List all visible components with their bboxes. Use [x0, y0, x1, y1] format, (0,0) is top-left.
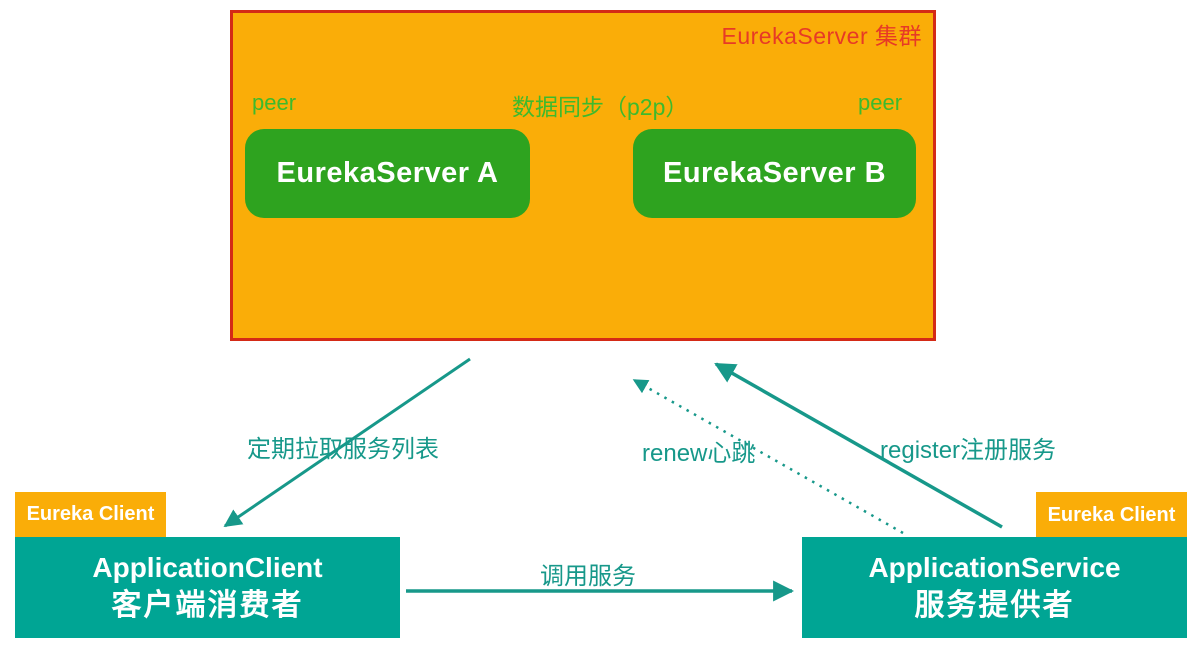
application-client-role: 客户端消费者 [111, 589, 304, 623]
eureka-client-tag-right: Eureka Client [1036, 492, 1187, 538]
renew-heartbeat-label: renew心跳 [642, 440, 756, 467]
data-sync-p2p-label: 数据同步（p2p） [512, 94, 689, 120]
application-service-name: ApplicationService [868, 551, 1121, 583]
register-label: register注册服务 [880, 437, 1057, 464]
peer-label-left: peer [252, 90, 297, 115]
application-service-box: ApplicationService 服务提供者 [802, 537, 1187, 638]
eureka-client-tag-left: Eureka Client [15, 492, 166, 537]
invoke-service-label: 调用服务 [540, 563, 636, 590]
eureka-server-a-box: EurekaServer A [245, 129, 530, 218]
application-service-role: 服务提供者 [914, 589, 1075, 623]
application-client-box: ApplicationClient 客户端消费者 [15, 537, 400, 638]
fetch-registry-label: 定期拉取服务列表 [247, 436, 439, 463]
cluster-title: EurekaServer 集群 [721, 23, 922, 49]
application-client-name: ApplicationClient [92, 551, 323, 583]
eureka-server-b-box: EurekaServer B [633, 129, 916, 218]
peer-label-right: peer [858, 90, 903, 115]
